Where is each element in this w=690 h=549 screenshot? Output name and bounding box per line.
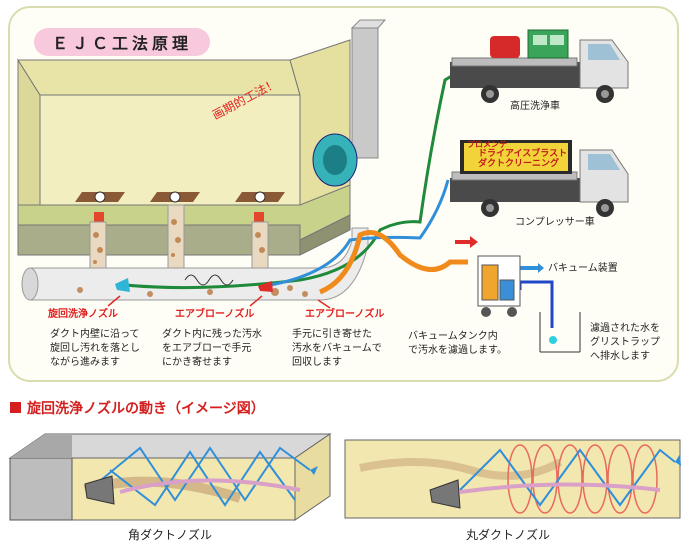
vacuum-arrow-icon — [520, 263, 544, 273]
compressor-truck — [450, 140, 629, 217]
air-blow-nozzle-icon — [258, 281, 273, 292]
round-duct-nozzle-icon — [429, 479, 461, 509]
vacuum-hose — [318, 230, 468, 295]
drain-desc-2: グリストラップ — [590, 337, 660, 348]
nozzle-desc-air-blow-2-3: 回収します — [292, 357, 342, 368]
exhaust-duct — [351, 27, 379, 159]
nozzle-desc-air-blow-1-2: をエアブローで手元 — [162, 343, 252, 354]
nozzle-desc-air-blow-2-1: 手元に引き寄せた — [292, 329, 372, 340]
tank-desc-2: で汚水を濾過します。 — [408, 345, 507, 356]
section-marker-icon — [10, 402, 21, 413]
drain-hose — [518, 280, 554, 328]
air-hose — [264, 179, 450, 288]
nozzle-desc-air-blow-1-1: ダクト内に残った汚水 — [162, 329, 262, 340]
nozzle-desc-rotary-1: ダクト内壁に沿って — [50, 329, 140, 340]
square-duct-nozzle-icon — [84, 475, 115, 505]
nozzle-name-rotary: 旋回洗浄ノズル — [48, 309, 118, 320]
drain-desc-3: へ排水します — [590, 351, 650, 362]
section-title: 旋回洗浄ノズルの動き（イメージ図） — [10, 398, 265, 418]
grease-trap — [539, 312, 581, 353]
nozzle-desc-air-blow-1-3: にかき寄せます — [162, 357, 232, 368]
diagram-title: ＥＪＣ工法原理 — [34, 28, 210, 56]
truck-label-compressor: コンプレッサー車 — [515, 217, 595, 228]
vacuum-unit-label: バキューム装置 — [548, 263, 618, 274]
section-title-text: 旋回洗浄ノズルの動き（イメージ図） — [27, 401, 265, 417]
ceiling-vents — [75, 191, 285, 224]
nozzle-name-air-blow-2: エアブローノズル — [305, 309, 385, 320]
caption-square-duct: 角ダクトノズル — [128, 528, 213, 542]
flow-arrow-icon — [455, 236, 478, 248]
nozzle-desc-air-blow-2-2: 汚水をバキュームで — [292, 343, 382, 354]
nozzle-desc-rotary-2: 旋回し汚れを落とし — [50, 343, 140, 354]
square-duct-illustration — [8, 433, 332, 521]
round-duct-illustration — [344, 439, 681, 519]
truck-label-high-pressure: 高圧洗浄車 — [510, 101, 560, 112]
truck-sign-line3: ダクトクリーニング — [478, 159, 560, 169]
nozzle-desc-rotary-3: ながら進みます — [50, 357, 120, 368]
truck-sign-line2: ドライアイスブラスト — [478, 149, 568, 159]
spiral-path — [184, 274, 234, 286]
drain-desc-1: 濾過された水を — [590, 323, 660, 334]
truck-sign-line1: プロメンテ — [467, 140, 507, 149]
nozzle-name-air-blow-1: エアブローノズル — [175, 309, 255, 320]
vacuum-tank — [477, 255, 521, 317]
tank-desc-1: バキュームタンク内 — [408, 331, 498, 342]
rotary-nozzle-icon — [115, 278, 130, 292]
high-pressure-truck — [450, 29, 629, 103]
caption-round-duct: 丸ダクトノズル — [466, 528, 551, 542]
